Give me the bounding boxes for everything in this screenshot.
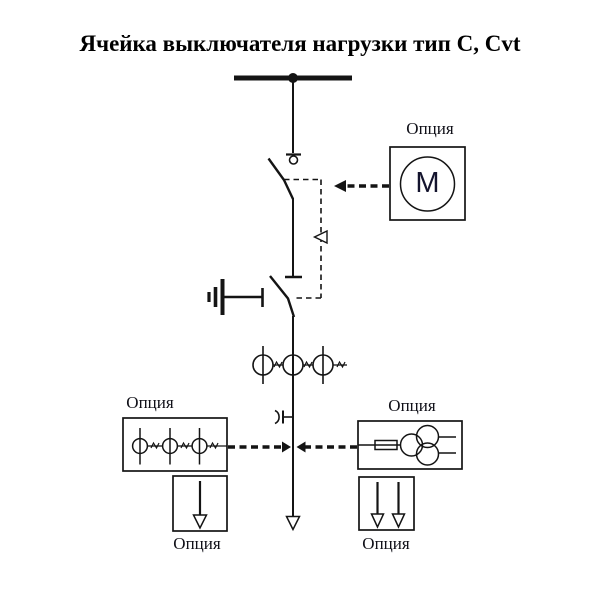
secondary-tap-mark: [273, 360, 283, 369]
linkage-triangle-icon: [312, 229, 328, 245]
earth-symbol: [207, 279, 225, 315]
busbar: [234, 73, 352, 83]
motor-circle-icon: [399, 156, 456, 212]
feeder-open-arrowhead-icon: [285, 515, 301, 532]
fuse-icon: [374, 439, 398, 451]
open-arrowhead-icon: [192, 514, 208, 530]
motor-option: [334, 146, 466, 221]
earthing-switch: [207, 275, 302, 318]
secondary-tap-mark: [180, 441, 190, 450]
outgoing-left-box: [172, 475, 228, 532]
capacitive-voltage-tap: [274, 409, 293, 425]
page-title: Ячейка выключателя нагрузки тип C, Cvt: [79, 31, 521, 56]
open-arrowhead-icon: [370, 513, 385, 529]
vt-option: [296, 420, 463, 470]
motor-option-box: [389, 146, 466, 221]
load-break-switch: [267, 80, 301, 276]
ct-arrowhead-icon: [282, 441, 291, 453]
current-transformers: [252, 346, 347, 384]
outgoing-right-label: Опция: [362, 534, 410, 553]
open-arrowhead-icon: [391, 513, 406, 529]
secondary-tap-mark: [336, 360, 346, 369]
outgoing-left-label: Опция: [173, 534, 221, 553]
ct-option: [122, 417, 291, 472]
vt-arrowhead-icon: [296, 441, 306, 453]
motor-option-label: Опция: [406, 119, 454, 138]
secondary-tap-mark: [303, 360, 313, 369]
mechanical-linkage: [284, 178, 322, 299]
secondary-tap-mark: [209, 441, 219, 450]
outgoing-right-box: [358, 476, 415, 531]
vt-option-label: Опция: [388, 396, 436, 415]
busbar-junction-dot: [288, 73, 298, 83]
secondary-tap-mark: [150, 441, 160, 450]
switch-pivot-circle: [288, 155, 299, 165]
motor-letter: M: [415, 167, 440, 199]
earthing-blade: [269, 275, 296, 318]
ct-option-label: Опция: [126, 393, 174, 412]
motor-arrowhead-icon: [334, 180, 346, 192]
